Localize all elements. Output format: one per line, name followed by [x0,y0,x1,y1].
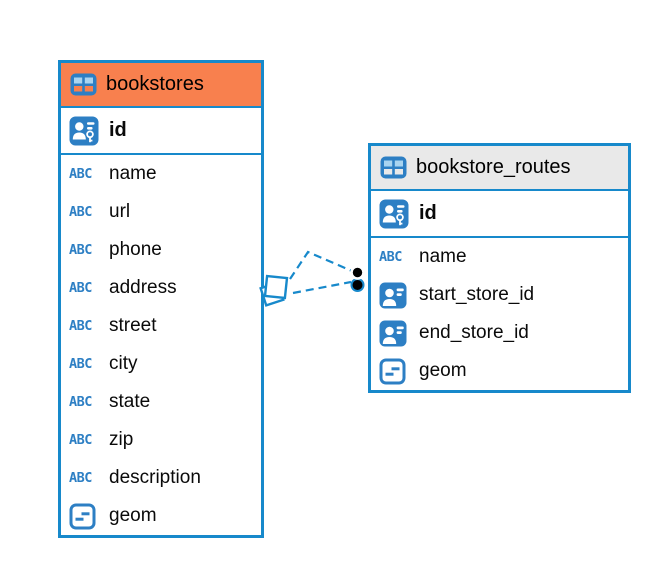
entity-title: bookstore_routes [416,156,571,178]
column-row-street[interactable]: ABC street [61,307,261,345]
table-icon [380,156,407,179]
column-name: description [109,467,201,488]
geometry-type-icon [379,358,410,385]
one-end-dot-marker [350,265,365,292]
text-type-icon: ABC [69,204,92,220]
primary-key-section: id [371,191,628,238]
text-type-icon: ABC [69,394,92,410]
column-name: state [109,391,151,412]
column-name: city [109,353,138,374]
entity-header-bookstore-routes[interactable]: bookstore_routes [371,146,628,191]
entity-header-bookstores[interactable]: bookstores [61,63,261,108]
column-name: geom [109,505,157,526]
column-name: geom [419,360,467,381]
column-row-id[interactable]: id [371,191,628,236]
column-name: id [109,119,127,141]
foreign-key-icon [379,282,410,309]
text-type-icon: ABC [69,318,92,334]
column-name: zip [109,429,134,450]
column-row-state[interactable]: ABC state [61,383,261,421]
primary-key-icon [69,116,100,146]
column-row-name[interactable]: ABC name [371,238,628,276]
column-row-description[interactable]: ABC description [61,459,261,497]
column-name: name [419,246,467,267]
table-icon [70,73,97,96]
column-row-name[interactable]: ABC name [61,155,261,193]
column-row-id[interactable]: id [61,108,261,153]
text-type-icon: ABC [69,432,92,448]
text-type-icon: ABC [69,356,92,372]
text-type-icon: ABC [69,280,92,296]
entity-title: bookstores [106,73,204,95]
column-row-zip[interactable]: ABC zip [61,421,261,459]
column-name: name [109,163,157,184]
column-name: id [419,202,437,224]
foreign-key-icon [379,320,410,347]
relationship-link[interactable] [289,250,353,295]
column-row-end_store_id[interactable]: end_store_id [371,314,628,352]
column-name: end_store_id [419,322,529,343]
text-type-icon: ABC [379,249,402,265]
column-row-address[interactable]: ABC address [61,269,261,307]
text-type-icon: ABC [69,166,92,182]
column-name: start_store_id [419,284,535,305]
column-name: address [109,277,177,298]
text-type-icon: ABC [69,242,92,258]
column-row-geom[interactable]: geom [61,497,261,535]
geometry-type-icon [69,503,100,530]
column-row-phone[interactable]: ABC phone [61,231,261,269]
column-row-geom[interactable]: geom [371,352,628,390]
primary-key-section: id [61,108,261,155]
column-name: url [109,201,131,222]
entity-bookstore-routes[interactable]: bookstore_routes id ABC name start_store_… [368,143,631,393]
column-row-url[interactable]: ABC url [61,193,261,231]
columns-section: ABC name start_store_id end_store_id geom [371,238,628,390]
column-row-start_store_id[interactable]: start_store_id [371,276,628,314]
many-end-diamond-marker [259,274,289,307]
column-row-city[interactable]: ABC city [61,345,261,383]
column-name: street [109,315,157,336]
column-name: phone [109,239,162,260]
text-type-icon: ABC [69,470,92,486]
primary-key-icon [379,199,410,229]
